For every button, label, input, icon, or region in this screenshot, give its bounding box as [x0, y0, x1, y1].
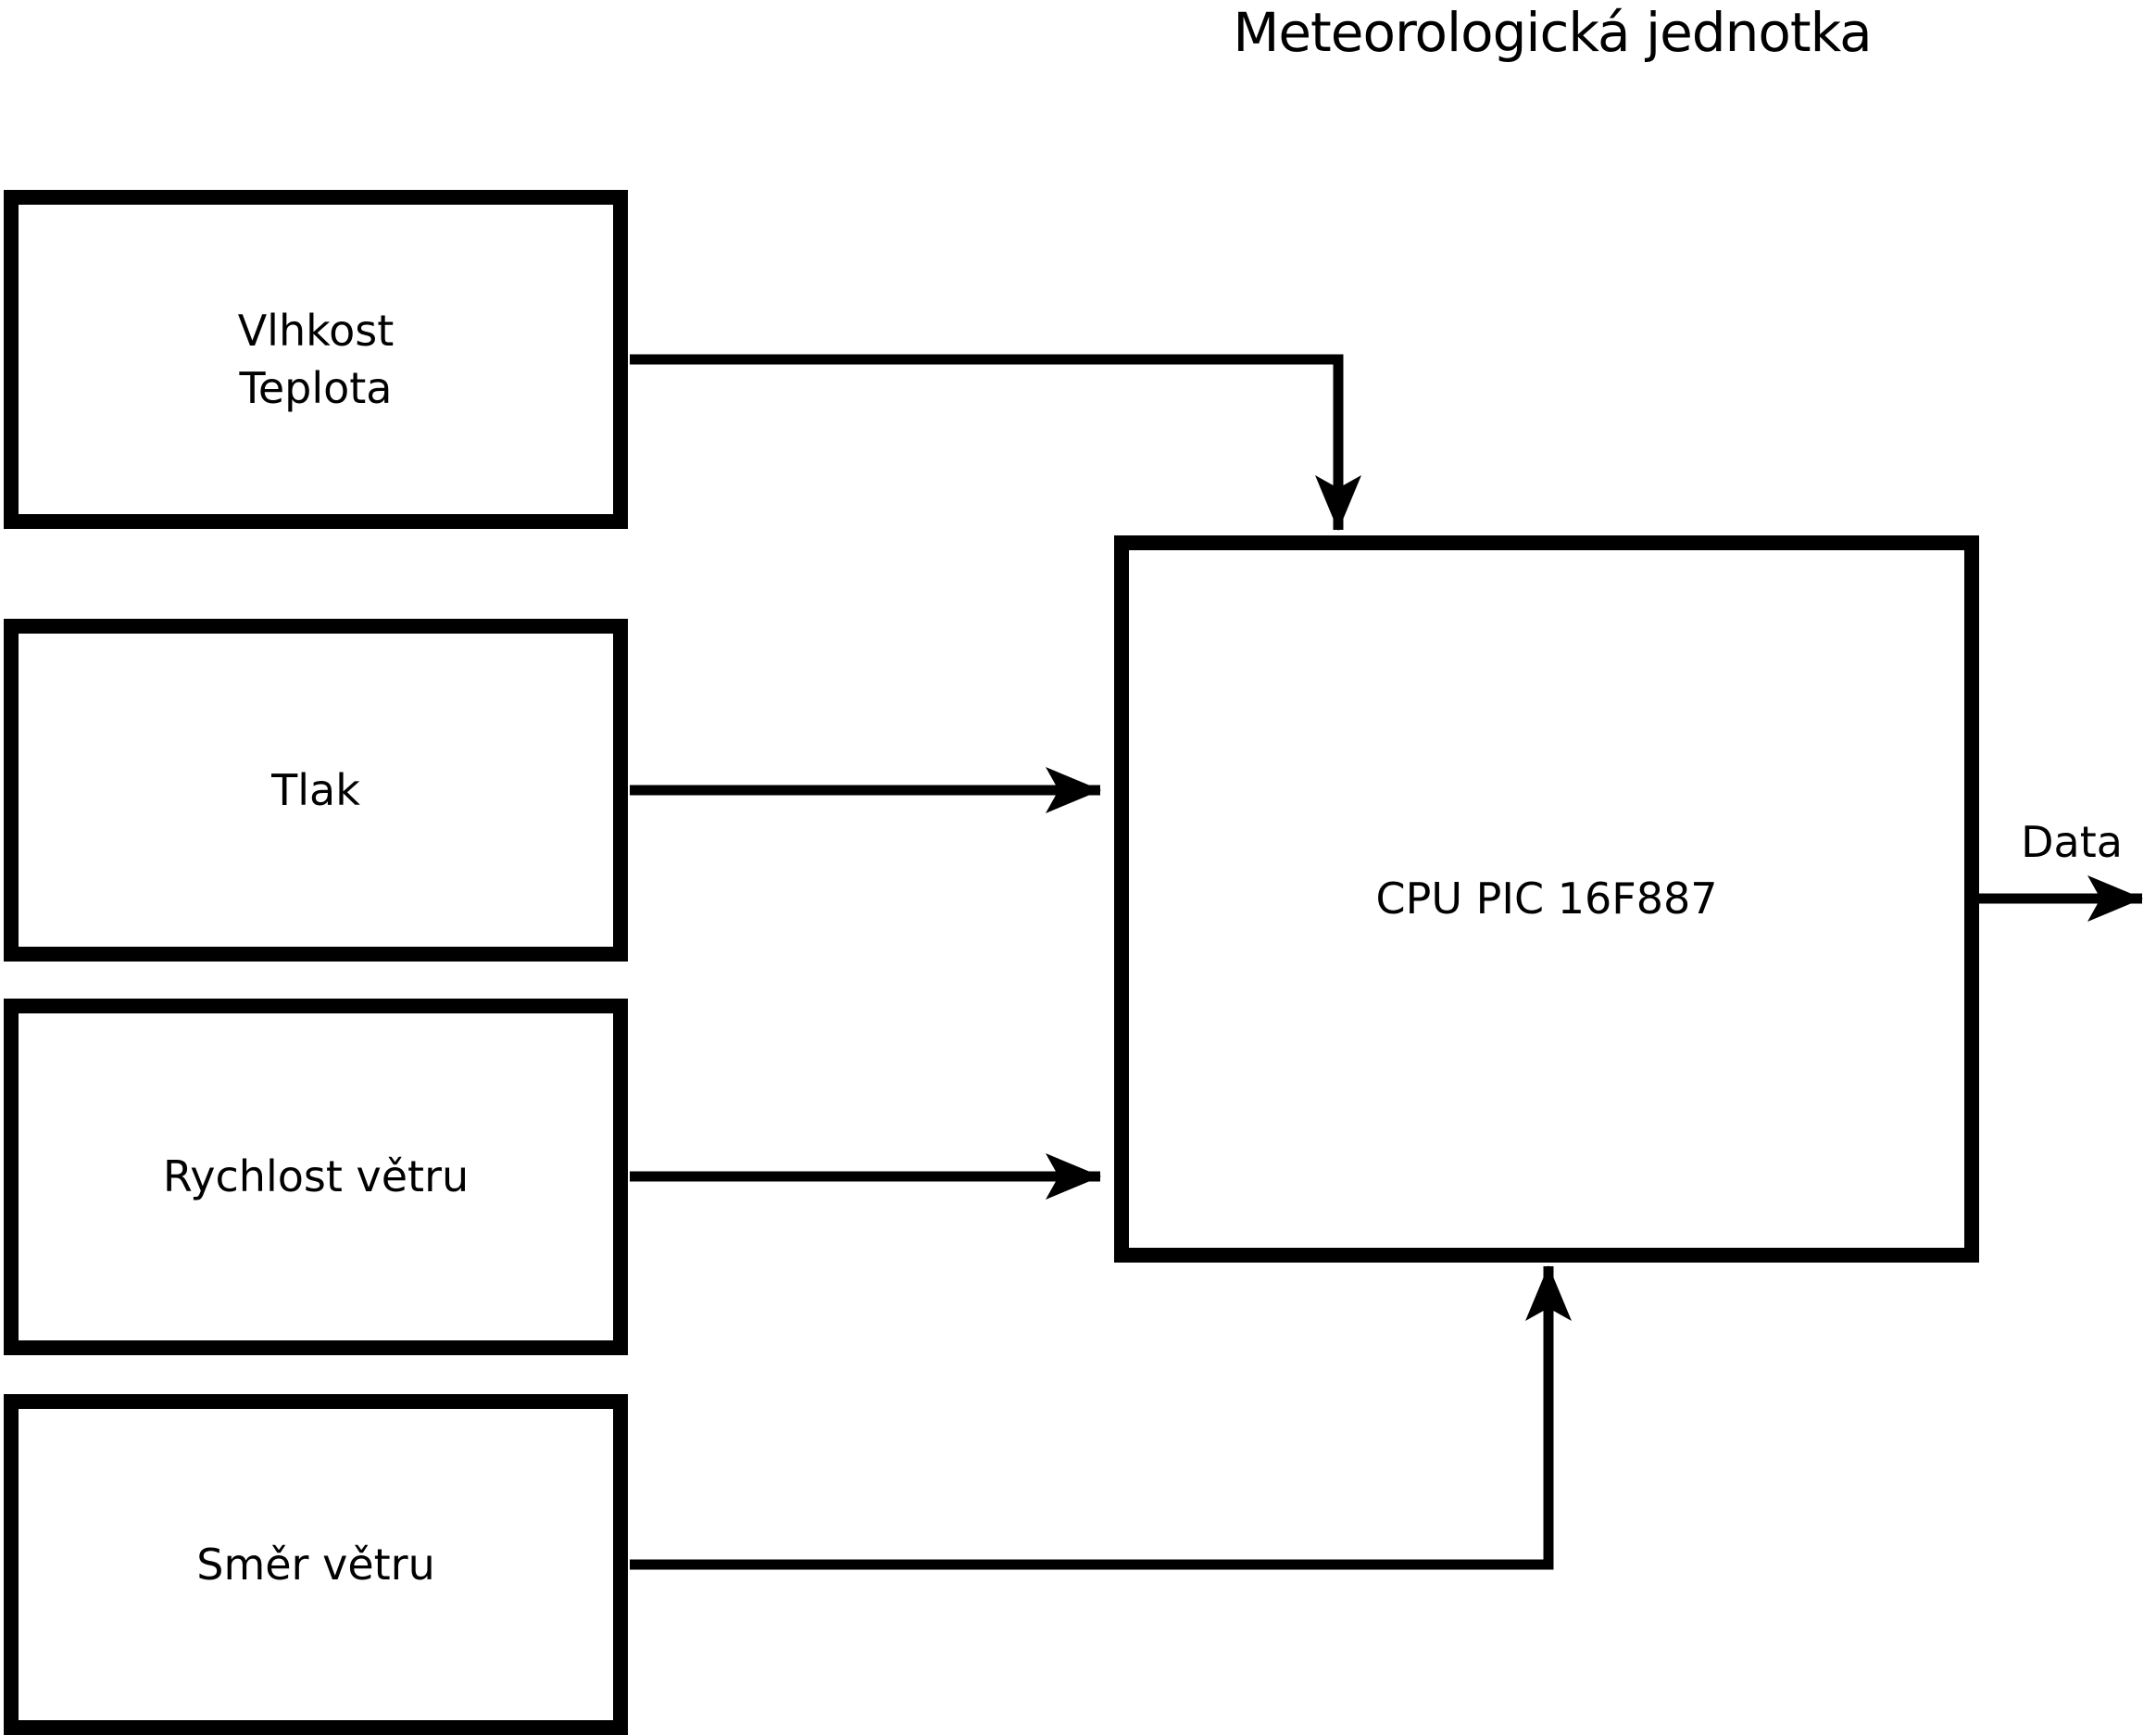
sensor-label: Vlhkost	[237, 305, 395, 356]
diagram-title: Meteorologická jednotka	[1233, 1, 1872, 64]
sensor-label: Rychlost větru	[162, 1151, 470, 1202]
data-output-label: Data	[2021, 817, 2123, 867]
connector-wind-direction-to-cpu	[630, 1265, 1572, 1570]
cpu-label: CPU PIC 16F887	[1375, 874, 1718, 924]
sensor-box-humidity-temperature: Vlhkost Teplota	[4, 190, 628, 529]
sensor-box-wind-direction: Směr větru	[4, 1394, 628, 1735]
sensor-label: Teplota	[239, 363, 393, 413]
connector-humidity-temperature-to-cpu	[630, 354, 1361, 531]
sensor-box-wind-speed: Rychlost větru	[4, 999, 628, 1355]
sensor-label: Tlak	[271, 764, 360, 815]
cpu-box: CPU PIC 16F887	[1114, 535, 1979, 1263]
sensor-box-pressure: Tlak	[4, 619, 628, 962]
sensor-label: Směr větru	[196, 1539, 435, 1590]
